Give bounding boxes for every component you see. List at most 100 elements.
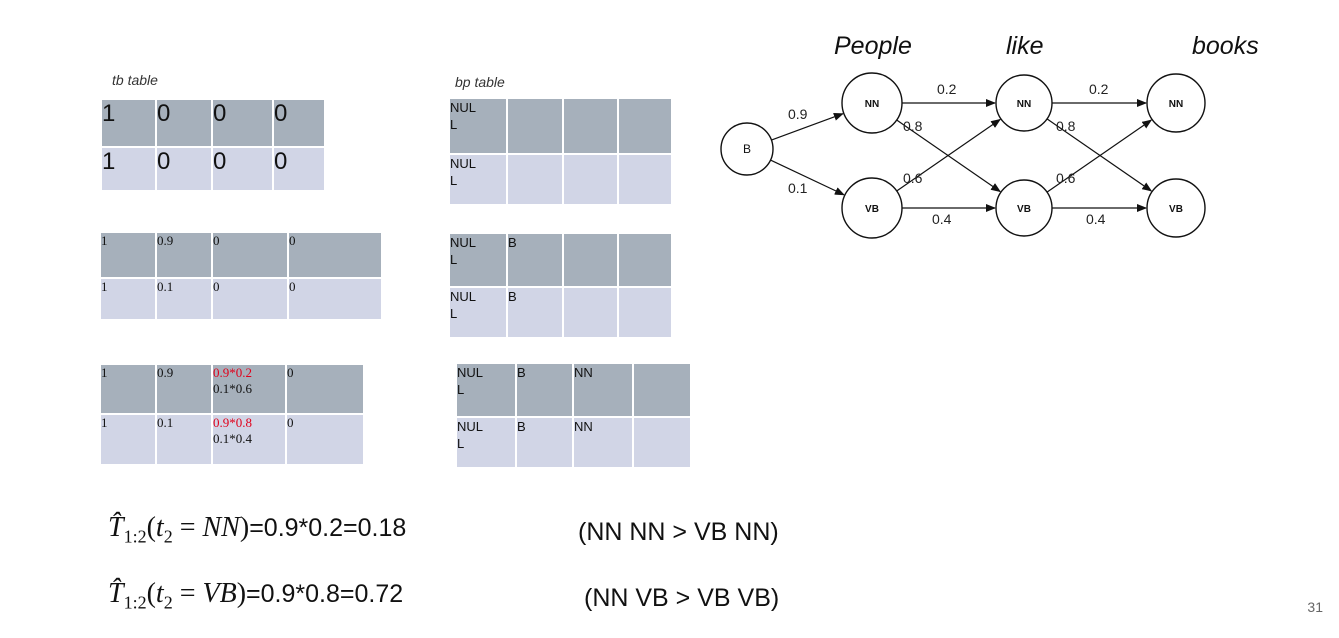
formula-vb-note: (NN VB > VB VB) bbox=[584, 582, 779, 614]
tb0-cell: 1 bbox=[102, 148, 155, 190]
other-candidate: 0.1*0.6 bbox=[213, 381, 252, 396]
viterbi-lattice-diagram: People like books 0.9 0.1 0.2 0.8 0.6 0.4 0.2 0… bbox=[720, 32, 1259, 239]
tb2-cell-candidates: 0.9*0.2 0.1*0.6 bbox=[213, 365, 285, 413]
edge-weight-label: 0.9 bbox=[788, 106, 808, 122]
formula-arg: t bbox=[155, 512, 164, 543]
edge-weight-label: 0.8 bbox=[1056, 118, 1076, 134]
tb1-cell: 0.9 bbox=[157, 233, 211, 277]
tb2-cell: 1 bbox=[101, 365, 155, 413]
formula-subscript: 1:2 bbox=[123, 526, 147, 547]
lattice-node-label: NN bbox=[1169, 99, 1183, 110]
tb1-cell: 0 bbox=[289, 279, 381, 319]
formula-arg-subscript: 2 bbox=[163, 592, 173, 613]
tb0-cell: 0 bbox=[213, 100, 272, 146]
formula-calc: =0.9*0.2=0.18 bbox=[249, 514, 407, 542]
page-number: 31 bbox=[1307, 599, 1323, 615]
tb1-cell: 1 bbox=[101, 279, 155, 319]
tb1-cell: 0 bbox=[289, 233, 381, 277]
tb2-cell: 0 bbox=[287, 415, 363, 464]
word-people: People bbox=[834, 32, 912, 60]
bp-table-caption: bp table bbox=[455, 74, 505, 90]
tb0-cell: 0 bbox=[157, 100, 211, 146]
bp0-cell bbox=[508, 155, 562, 204]
bp2-cell: NN bbox=[574, 364, 632, 416]
tb1-cell: 0.1 bbox=[157, 279, 211, 319]
bp0-cell bbox=[564, 155, 617, 204]
tb0-cell: 0 bbox=[213, 148, 272, 190]
bp1-cell bbox=[564, 234, 617, 286]
lattice-edge-nn2-vb3 bbox=[1046, 118, 1153, 192]
lattice-node-label: VB bbox=[865, 204, 879, 215]
tb-table-step-1: 1 0.9 0 0 1 0.1 0 0 bbox=[99, 231, 383, 321]
formula-calc: =0.9*0.8=0.72 bbox=[246, 580, 404, 608]
bp2-cell bbox=[634, 364, 690, 416]
edge-weight-label: 0.6 bbox=[1056, 170, 1076, 186]
bp0-cell bbox=[619, 155, 671, 204]
best-candidate: 0.9*0.8 bbox=[213, 415, 252, 430]
bp2-cell bbox=[634, 418, 690, 467]
tb0-cell: 0 bbox=[274, 148, 324, 190]
tb2-cell: 1 bbox=[101, 415, 155, 464]
lattice-node-label: B bbox=[743, 142, 751, 156]
tb2-cell: 0.9 bbox=[157, 365, 211, 413]
lattice-edge-vb1-nn2 bbox=[896, 118, 1001, 192]
lattice-edge-vb2-nn3 bbox=[1046, 119, 1153, 193]
bp0-cell bbox=[619, 99, 671, 153]
lattice-node-b bbox=[720, 122, 774, 176]
edge-weight-label: 0.2 bbox=[1089, 81, 1109, 97]
formula-tag: VB bbox=[202, 578, 237, 609]
bp0-cell bbox=[508, 99, 562, 153]
formula-nn: T̂1:2(t2 = NN)=0.9*0.2=0.18 bbox=[108, 512, 407, 547]
edge-weight-label: 0.2 bbox=[937, 81, 957, 97]
bp1-cell bbox=[619, 234, 671, 286]
bp2-cell: B bbox=[517, 364, 572, 416]
lattice-node-label: VB bbox=[1169, 204, 1183, 215]
formula-arg-subscript: 2 bbox=[163, 526, 173, 547]
word-like: like bbox=[1006, 32, 1044, 60]
edge-weight-label: 0.4 bbox=[1086, 211, 1106, 227]
lattice-node-nn2 bbox=[995, 74, 1053, 132]
bp2-cell: NN bbox=[574, 418, 632, 467]
bp1-cell bbox=[564, 288, 617, 337]
tb2-cell: 0 bbox=[287, 365, 363, 413]
edge-weight-label: 0.1 bbox=[788, 180, 808, 196]
tb1-cell: 1 bbox=[101, 233, 155, 277]
lattice-node-nn3 bbox=[1146, 73, 1206, 133]
bp2-cell: B bbox=[517, 418, 572, 467]
formula-symbol: T̂ bbox=[108, 512, 124, 543]
tb-table-step-2: 1 0.9 0.9*0.2 0.1*0.6 0 1 0.1 0.9*0.8 0.… bbox=[99, 363, 365, 466]
lattice-node-label: VB bbox=[1017, 204, 1031, 215]
tb-table-caption: tb table bbox=[112, 72, 158, 88]
formula-note: (NN VB > VB VB) bbox=[584, 584, 780, 612]
tb0-cell: 0 bbox=[274, 100, 324, 146]
bp1-cell bbox=[619, 288, 671, 337]
formula-subscript: 1:2 bbox=[123, 592, 147, 613]
tb1-cell: 0 bbox=[213, 233, 287, 277]
word-books: books bbox=[1192, 32, 1259, 60]
formula-nn-note: (NN NN > VB NN) bbox=[578, 516, 779, 548]
best-candidate: 0.9*0.2 bbox=[213, 365, 252, 380]
lattice-edge-b-vb1 bbox=[770, 159, 845, 196]
tb2-cell-candidates: 0.9*0.8 0.1*0.4 bbox=[213, 415, 285, 464]
lattice-node-vb3 bbox=[1146, 178, 1206, 238]
lattice-node-label: NN bbox=[1017, 99, 1031, 110]
edge-weight-label: 0.4 bbox=[932, 211, 952, 227]
lattice-edges: 0.90.10.20.80.60.40.20.80.60.4 bbox=[770, 81, 1153, 227]
formula-eq: = bbox=[172, 512, 203, 543]
edge-weight-label: 0.8 bbox=[903, 118, 923, 134]
formula-note: (NN NN > VB NN) bbox=[578, 518, 779, 546]
tb0-cell: 1 bbox=[102, 100, 155, 146]
formula-symbol: T̂ bbox=[108, 578, 124, 609]
bp1-cell: B bbox=[508, 234, 562, 286]
formula-tag: NN bbox=[202, 512, 240, 543]
lattice-node-vb1 bbox=[841, 177, 903, 239]
